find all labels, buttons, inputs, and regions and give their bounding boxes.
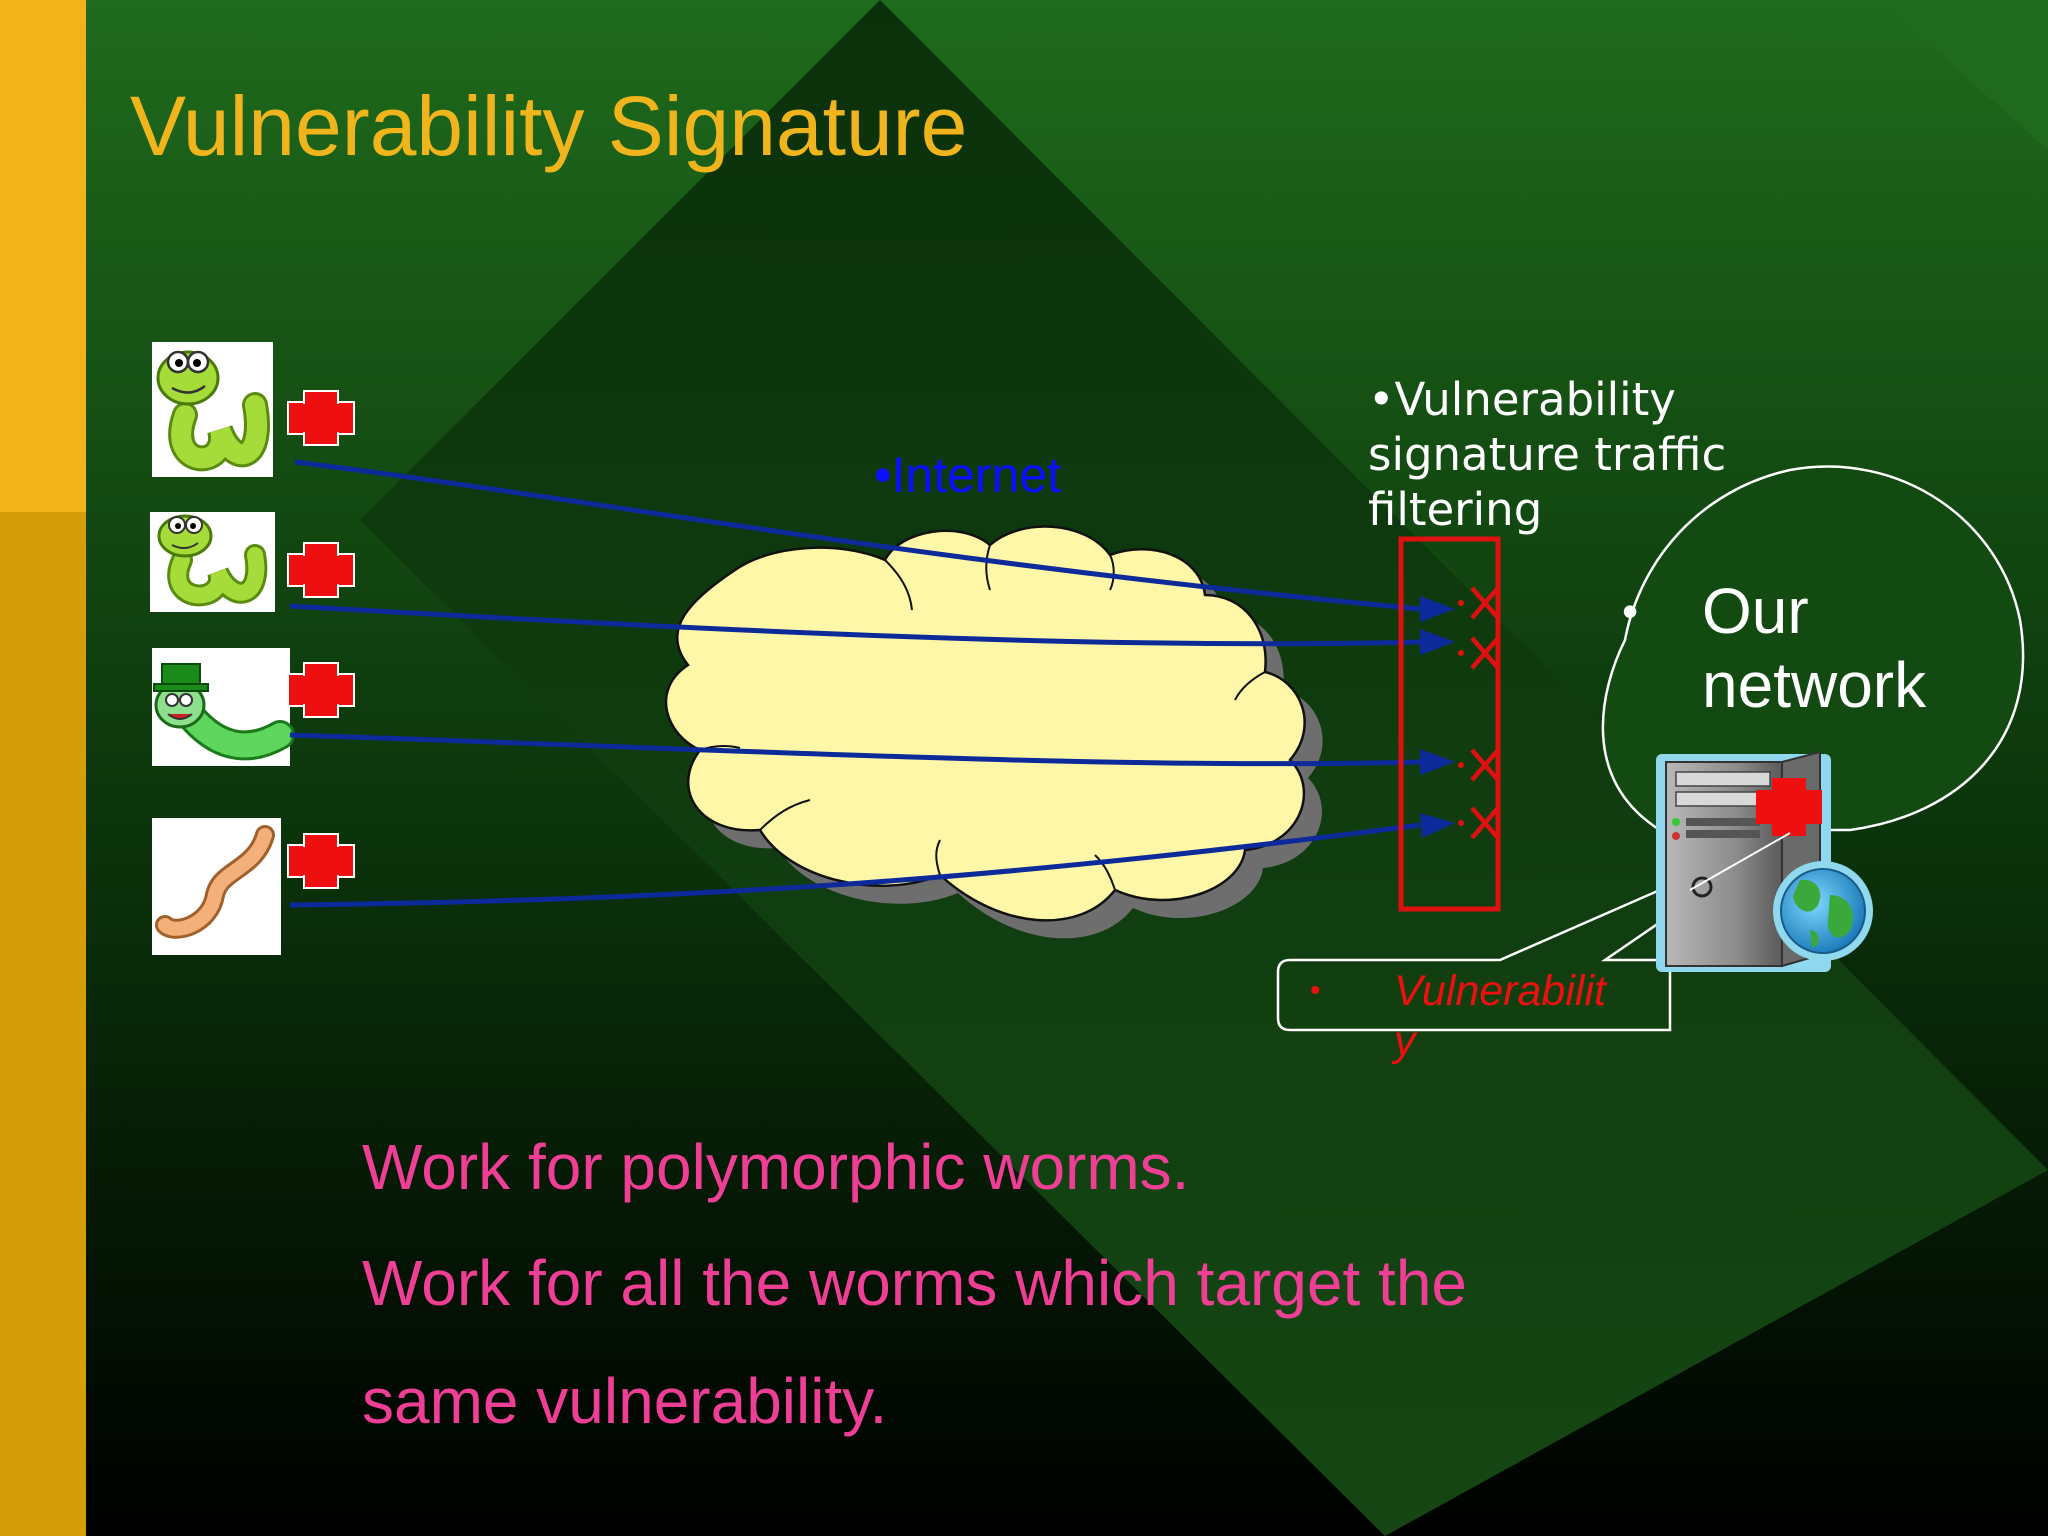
network-bubble [1601, 465, 2025, 832]
body-line: Work for polymorphic worms. [362, 1131, 1190, 1203]
body-line: same vulnerability. [362, 1365, 888, 1437]
blocked-x-icon [1470, 748, 1500, 782]
attack-arrow [289, 603, 1421, 647]
attack-arrow [294, 459, 1421, 612]
blocked-x-icon [1470, 586, 1500, 620]
attack-arrow [289, 822, 1421, 908]
sidebar-lower [0, 512, 86, 1536]
internet-label: •Internet [874, 447, 1062, 503]
blocked-x-icon [1470, 806, 1500, 840]
filter-label: •Vulnerability signature traffic filteri… [1368, 373, 1727, 536]
red-cross-icon [287, 662, 355, 718]
bullet: • [1622, 585, 1639, 637]
vulnerability-callout [1276, 831, 1791, 1032]
bullet: • [1310, 974, 1321, 1007]
globe-icon [1773, 861, 1873, 961]
sidebar-upper [0, 0, 86, 512]
leprechaun-worm-icon [152, 648, 295, 766]
red-cross-icon [287, 542, 355, 598]
server-computer-icon [1656, 750, 1831, 972]
attack-arrow [289, 732, 1421, 767]
attack-arrows [289, 459, 1421, 908]
blocked-x-icon [1470, 636, 1500, 670]
red-cross-icon [287, 833, 355, 889]
body-line: Work for all the worms which target the [362, 1247, 1467, 1319]
plain-worm-icon [152, 818, 281, 955]
callout-pointer [1689, 832, 1791, 891]
red-cross-icon [287, 390, 355, 446]
blocked-x-icons [1470, 586, 1500, 840]
our-network-text: Our network [1702, 575, 1927, 721]
arrow-heads [1420, 596, 1455, 838]
worm-with-glasses-icon [150, 512, 275, 612]
worm-with-glasses-icon [152, 342, 273, 477]
filter-box [1398, 536, 1501, 912]
slide-title: Vulnerability Signature [130, 79, 968, 173]
vulnerability-text: Vulnerability [1394, 967, 1606, 1065]
